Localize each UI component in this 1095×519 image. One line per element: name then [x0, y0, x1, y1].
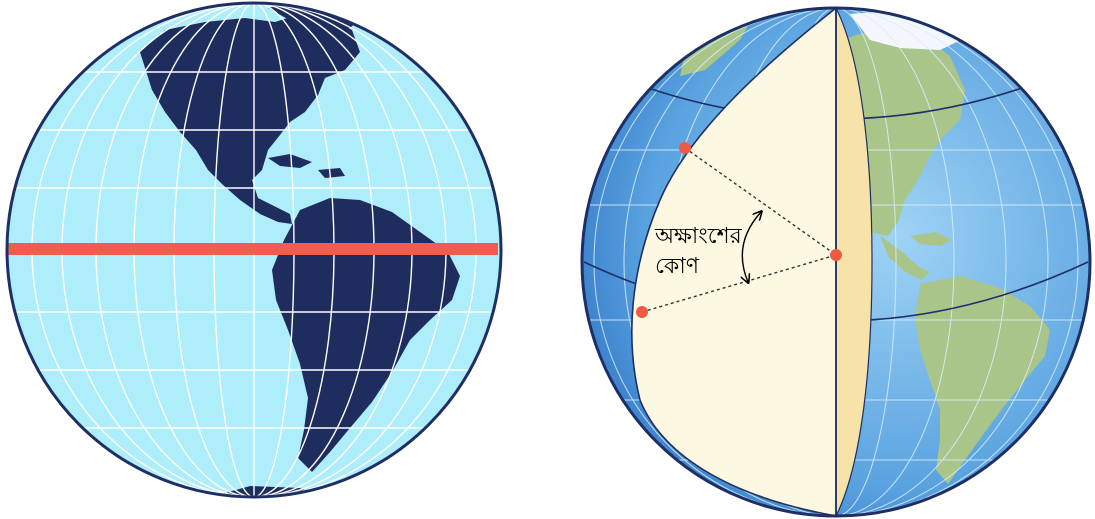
red-dot-icon — [679, 142, 691, 154]
equator-line — [6, 243, 498, 255]
angle-label-line1: অক্ষাংশের — [654, 224, 743, 249]
caribbean-islands — [910, 232, 952, 246]
flat-globe — [5, 1, 503, 499]
cross-section-face — [631, 6, 837, 517]
central-america-landmass — [880, 236, 930, 280]
north-america-landmass — [140, 14, 360, 224]
cutaway-globe: অক্ষাংশের কোণ — [580, 6, 1092, 518]
curved-double-arrow-icon — [742, 212, 761, 282]
radius-line-upper — [684, 147, 837, 256]
caribbean-islands — [268, 154, 345, 178]
angle-label-line2: কোণ — [655, 254, 700, 279]
flat-globe-outline — [5, 1, 503, 499]
red-dot-icon — [636, 306, 648, 318]
cross-section-rim — [835, 7, 873, 517]
red-dot-icon — [830, 249, 842, 261]
radius-line-lower — [641, 254, 837, 313]
cutaway-globe-outline — [580, 6, 1092, 518]
south-america-landmass — [915, 276, 1050, 484]
